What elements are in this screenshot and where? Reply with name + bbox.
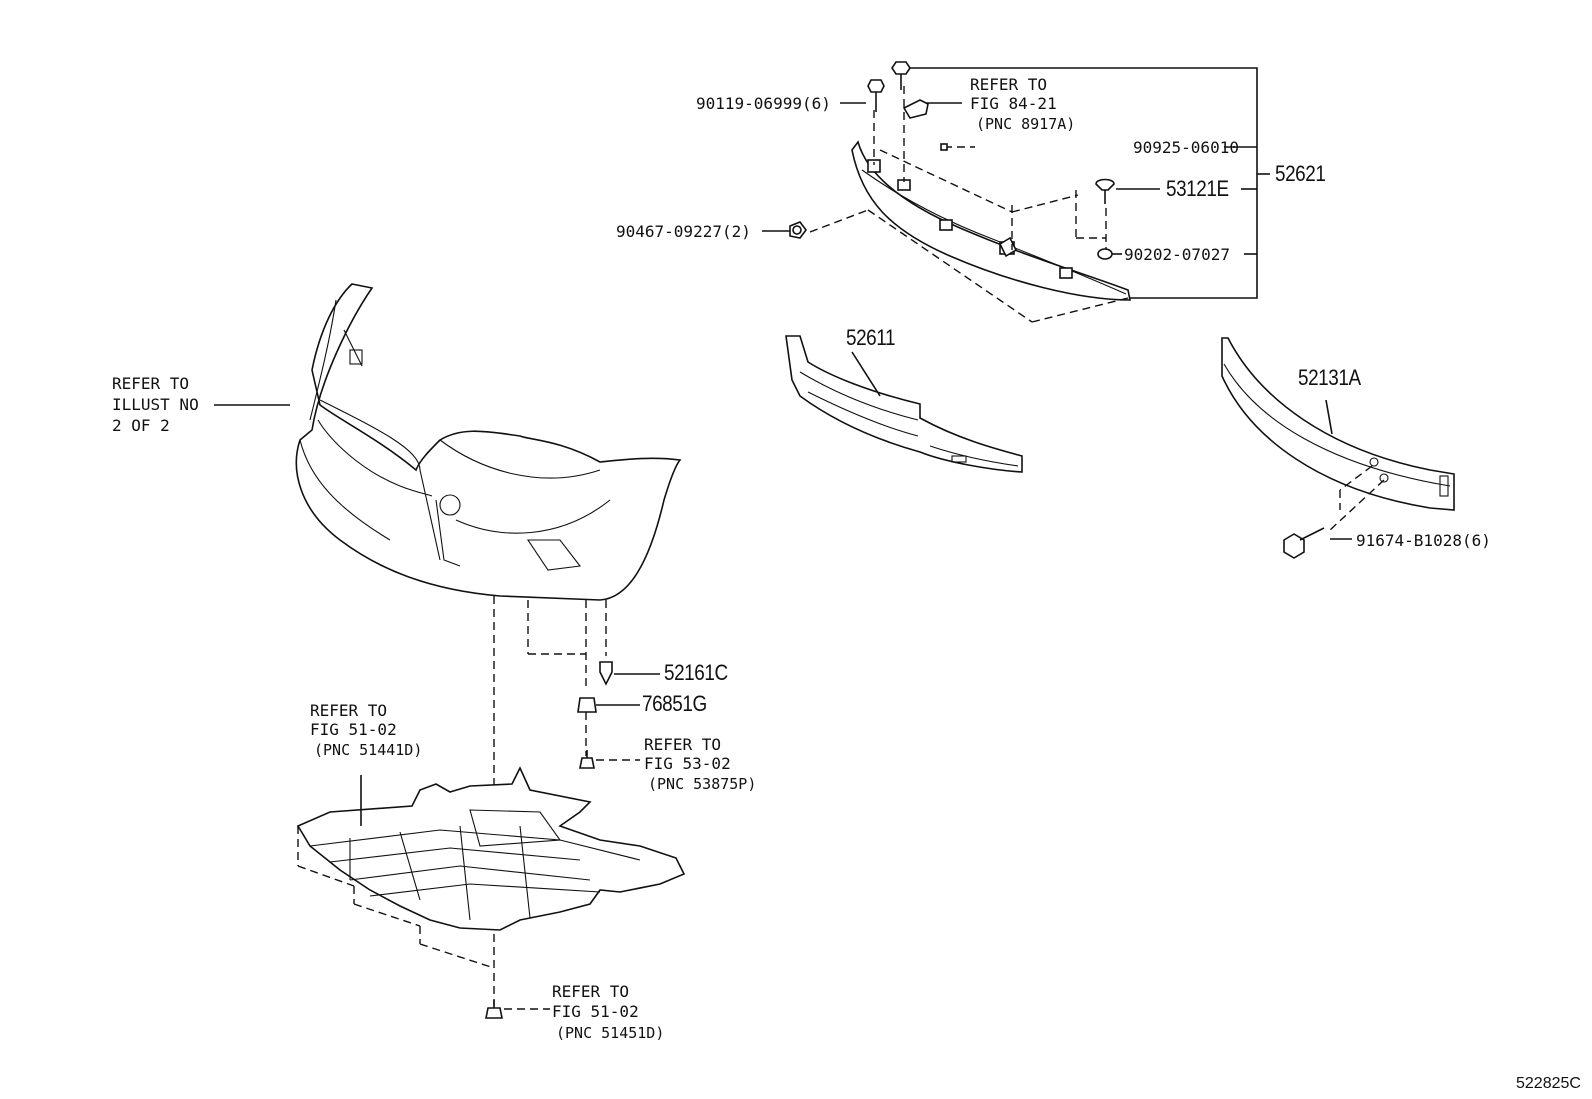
upper-fasteners: [789, 61, 1115, 260]
upper-dashed-lines: [809, 86, 1129, 323]
part-52611: 52611: [846, 325, 896, 350]
bracket-52621-group: [900, 67, 1270, 299]
part-90202: 90202-07027: [1124, 245, 1230, 264]
ref-illust-line2: ILLUST NO: [112, 395, 199, 414]
part-90925: 90925-06010: [1133, 138, 1239, 157]
bumper-dashed-lines: [214, 404, 607, 1006]
absorber-52611: [785, 335, 1023, 473]
ref-fig53-line2: FIG 53-02: [644, 754, 731, 773]
part-52621: 52621: [1275, 161, 1326, 186]
upper-leaders: [762, 102, 1160, 255]
ref-fig84-line1: REFER TO: [970, 75, 1048, 94]
ref-fig84-line3: (PNC 8917A): [976, 115, 1076, 133]
ref-fig51a-line2: FIG 51-02: [310, 720, 397, 739]
part-52161C: 52161C: [664, 660, 728, 685]
ref-fig51b-line1: REFER TO: [552, 982, 630, 1001]
part-90467: 90467-09227(2): [616, 222, 751, 241]
ref-fig84-line2: FIG 84-21: [970, 94, 1057, 113]
part-76851G: 76851G: [642, 691, 707, 716]
ref-fig53-line3: (PNC 53875P): [648, 775, 757, 793]
part-91674: 91674-B1028(6): [1356, 531, 1491, 550]
ref-fig53-line1: REFER TO: [644, 735, 722, 754]
reinforcement-52131A: [1221, 337, 1455, 559]
part-52131A: 52131A: [1298, 365, 1361, 390]
engine-under-cover: [296, 766, 686, 969]
ref-fig51b-line3: (PNC 51451D): [556, 1024, 665, 1042]
ref-illust-line1: REFER TO: [112, 374, 190, 393]
retainer-52621: [851, 140, 1131, 301]
ref-illust-line3: 2 OF 2: [112, 416, 170, 435]
lower-fasteners: [485, 661, 660, 1019]
ref-fig51b-line2: FIG 51-02: [552, 1002, 639, 1021]
ref-fig51a-line1: REFER TO: [310, 701, 388, 720]
part-90119: 90119-06999(6): [696, 94, 831, 113]
figure-id: 522825C: [1516, 1075, 1581, 1092]
ref-fig51a-line3: (PNC 51441D): [314, 741, 423, 759]
part-53121E: 53121E: [1166, 176, 1229, 201]
bumper-cover: [295, 283, 682, 601]
